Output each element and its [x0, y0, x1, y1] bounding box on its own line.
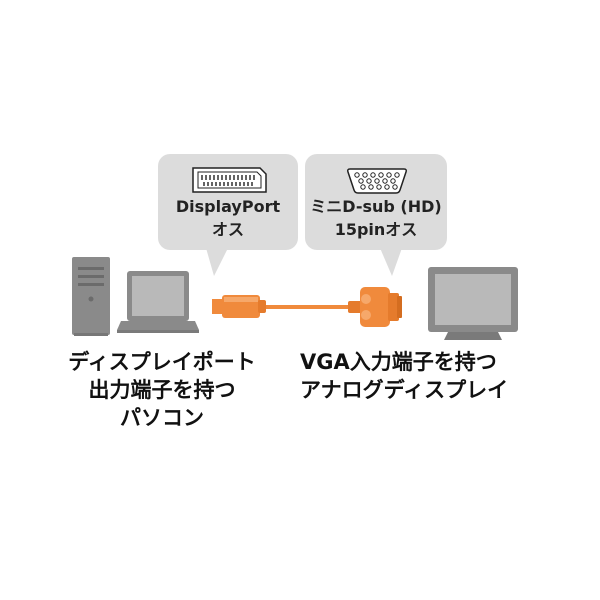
laptop-icon: [117, 271, 199, 333]
minidsub-label-line2: 15pinオス: [334, 220, 418, 239]
minidsub-port-icon: [347, 168, 407, 194]
minidsub-label: ミニD-sub (HD) 15pinオス: [305, 196, 447, 246]
displayport-label-line2: オス: [211, 220, 244, 239]
display-caption-line2: アナログディスプレイ: [300, 378, 509, 402]
pc-caption-line1: ディスプレイポート: [68, 350, 256, 374]
desktop-tower-icon: [72, 257, 110, 336]
monitor-icon: [428, 267, 518, 340]
displayport-label: DisplayPort オス: [158, 196, 298, 246]
minidsub-bubble-tail: [380, 248, 402, 276]
displayport-bubble-tail: [206, 248, 228, 276]
displayport-label-line1: DisplayPort: [175, 197, 281, 216]
pc-caption-line2: 出力端子を持つ: [88, 378, 236, 402]
displayport-port-icon: [192, 167, 267, 193]
display-caption-line1: VGA入力端子を持つ: [300, 350, 497, 374]
pc-caption-line3: パソコン: [120, 406, 204, 430]
minidsub-label-line1: ミニD-sub (HD): [310, 197, 442, 216]
cable-icon: [212, 287, 402, 327]
